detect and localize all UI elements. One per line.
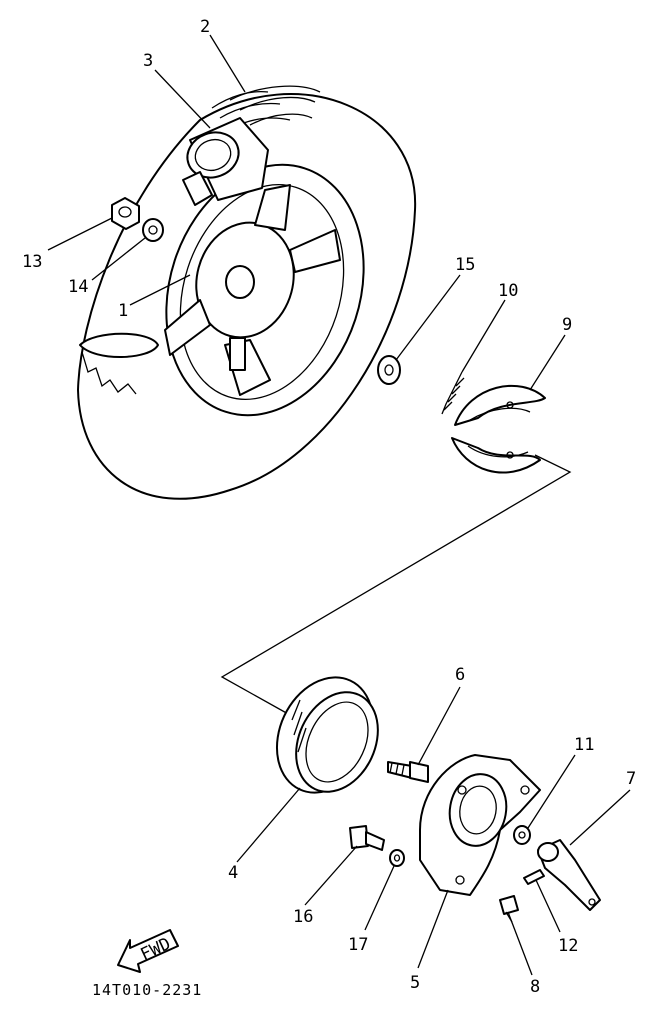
- nut-part-13: [111, 197, 140, 230]
- washer-part-17: [389, 849, 405, 867]
- brake-plate-part-5: [419, 754, 541, 896]
- label-part-13: 13: [22, 252, 42, 272]
- fwd-arrow-icon: FWD: [117, 929, 179, 973]
- label-part-1: 1: [118, 301, 128, 321]
- spring-part-10: [441, 371, 465, 415]
- label-part-9: 9: [562, 315, 572, 335]
- drawing-code: 14T010-2231: [92, 981, 202, 999]
- label-part-12: 12: [558, 936, 578, 956]
- label-part-4: 4: [228, 863, 238, 883]
- assembly-reference-line: [220, 454, 572, 716]
- label-part-2: 2: [200, 17, 210, 37]
- cast-wheel: [164, 163, 365, 417]
- leader-lines: [47, 34, 631, 976]
- pin-part-12: [523, 869, 545, 885]
- label-part-10: 10: [498, 281, 518, 301]
- label-part-3: 3: [143, 51, 153, 71]
- label-part-16: 16: [293, 907, 313, 927]
- collar-part-3: [182, 117, 269, 206]
- brake-shoe-part-9: [451, 384, 546, 474]
- label-part-6: 6: [455, 665, 465, 685]
- label-part-11: 11: [574, 735, 594, 755]
- washer-part-14: [142, 218, 164, 242]
- label-part-7: 7: [626, 769, 636, 789]
- bolt-part-16: [349, 825, 385, 851]
- label-part-5: 5: [410, 973, 420, 993]
- label-part-14: 14: [68, 277, 88, 297]
- seal-part-4: [275, 676, 379, 794]
- washer-part-11: [513, 825, 531, 845]
- washer-part-15: [377, 355, 401, 385]
- bolt-part-6: [387, 761, 429, 783]
- cam-lever-part-7: [537, 839, 601, 911]
- part-number-labels: 1 2 3 4 5 6 7 8 9 10 11 12 13 14 15 16 1…: [22, 17, 636, 997]
- label-part-8: 8: [530, 977, 540, 997]
- label-part-17: 17: [348, 935, 368, 955]
- bolt-part-8: [499, 895, 519, 923]
- label-part-15: 15: [455, 255, 475, 275]
